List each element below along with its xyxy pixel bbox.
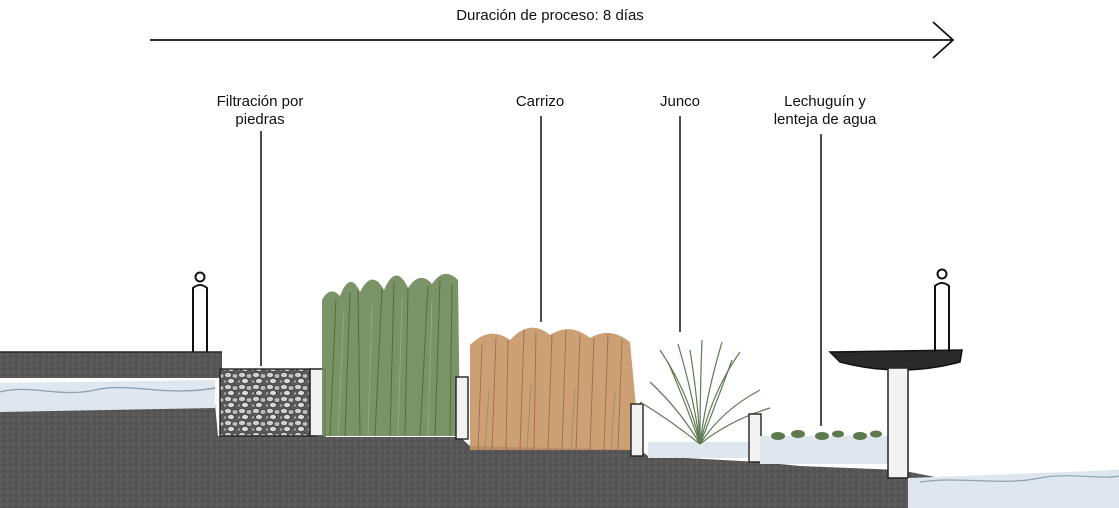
observation-deck [828,349,963,371]
carrizo-wall [630,403,644,457]
junco-tuft [639,339,771,445]
junco-wall [748,413,762,463]
floating-pond-water [760,436,890,464]
process-arrow [150,21,955,59]
stone-filtration-label: Filtración por piedras [216,93,304,128]
process-duration-label: Duración de proceso: 8 días [456,7,644,24]
junco-water-basin [648,442,758,458]
reed-green-block [322,273,460,437]
leader-lines [260,116,822,426]
duckweed-clusters [771,430,882,440]
reed-block-wall [455,376,469,440]
ground-soil [0,404,1119,508]
left-platform [0,352,222,378]
left-water-ripple [0,386,216,394]
floating-plants-label: Lechuguín y lenteja de agua [773,93,877,128]
right-water [908,470,1119,508]
junco-label: Junco [659,93,701,110]
carrizo-block [470,327,640,451]
left-water-channel [0,380,215,412]
person-right-figure [934,268,950,352]
deck-support-post [887,367,909,479]
carrizo-label: Carrizo [515,93,565,110]
stone-filter-bed [219,368,311,437]
person-left-figure [192,271,208,352]
